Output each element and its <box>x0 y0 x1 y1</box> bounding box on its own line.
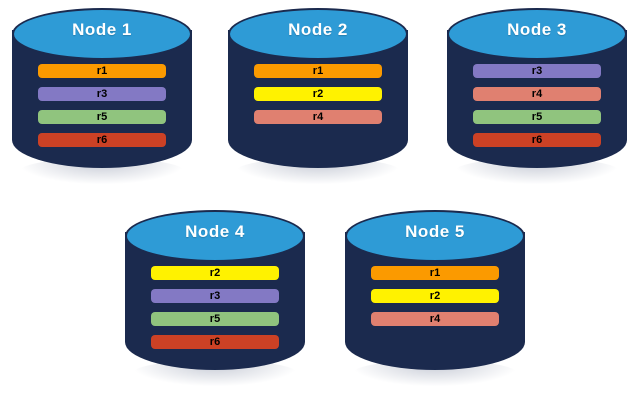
node-label: Node 4 <box>185 222 245 241</box>
cylinder-top-ellipse <box>447 8 627 60</box>
replica-list: r1 r2 r4 <box>371 266 499 335</box>
node-label: Node 5 <box>405 222 465 241</box>
database-node-4[interactable]: Node 4 r2 r3 r5 r6 <box>125 210 305 392</box>
cylinder-top-ellipse <box>125 210 305 262</box>
node-label: Node 1 <box>72 20 132 39</box>
replica-bar[interactable]: r4 <box>473 87 601 101</box>
replica-bar[interactable]: r1 <box>371 266 499 280</box>
replica-bar[interactable]: r3 <box>151 289 279 303</box>
replica-bar[interactable]: r1 <box>254 64 382 78</box>
replica-bar[interactable]: r2 <box>371 289 499 303</box>
replica-bar[interactable]: r6 <box>473 133 601 147</box>
replica-bar[interactable]: r2 <box>254 87 382 101</box>
replica-bar[interactable]: r5 <box>151 312 279 326</box>
replica-bar[interactable]: r2 <box>151 266 279 280</box>
database-node-1[interactable]: Node 1 r1 r3 r5 r6 <box>12 8 192 190</box>
node-label: Node 2 <box>288 20 348 39</box>
database-node-2[interactable]: Node 2 r1 r2 r4 <box>228 8 408 190</box>
replica-bar[interactable]: r6 <box>151 335 279 349</box>
node-label: Node 3 <box>507 20 567 39</box>
replica-bar[interactable]: r5 <box>38 110 166 124</box>
replica-bar[interactable]: r4 <box>254 110 382 124</box>
replica-bar[interactable]: r1 <box>38 64 166 78</box>
replica-list: r3 r4 r5 r6 <box>473 64 601 156</box>
database-node-5[interactable]: Node 5 r1 r2 r4 <box>345 210 525 392</box>
replica-bar[interactable]: r5 <box>473 110 601 124</box>
cylinder-top-ellipse <box>12 8 192 60</box>
replica-bar[interactable]: r3 <box>473 64 601 78</box>
replica-list: r1 r2 r4 <box>254 64 382 133</box>
replica-bar[interactable]: r6 <box>38 133 166 147</box>
replica-list: r1 r3 r5 r6 <box>38 64 166 156</box>
replica-bar[interactable]: r3 <box>38 87 166 101</box>
cylinder-top-ellipse <box>228 8 408 60</box>
replica-bar[interactable]: r4 <box>371 312 499 326</box>
cylinder-top-ellipse <box>345 210 525 262</box>
replica-list: r2 r3 r5 r6 <box>151 266 279 358</box>
database-node-3[interactable]: Node 3 r3 r4 r5 r6 <box>447 8 627 190</box>
